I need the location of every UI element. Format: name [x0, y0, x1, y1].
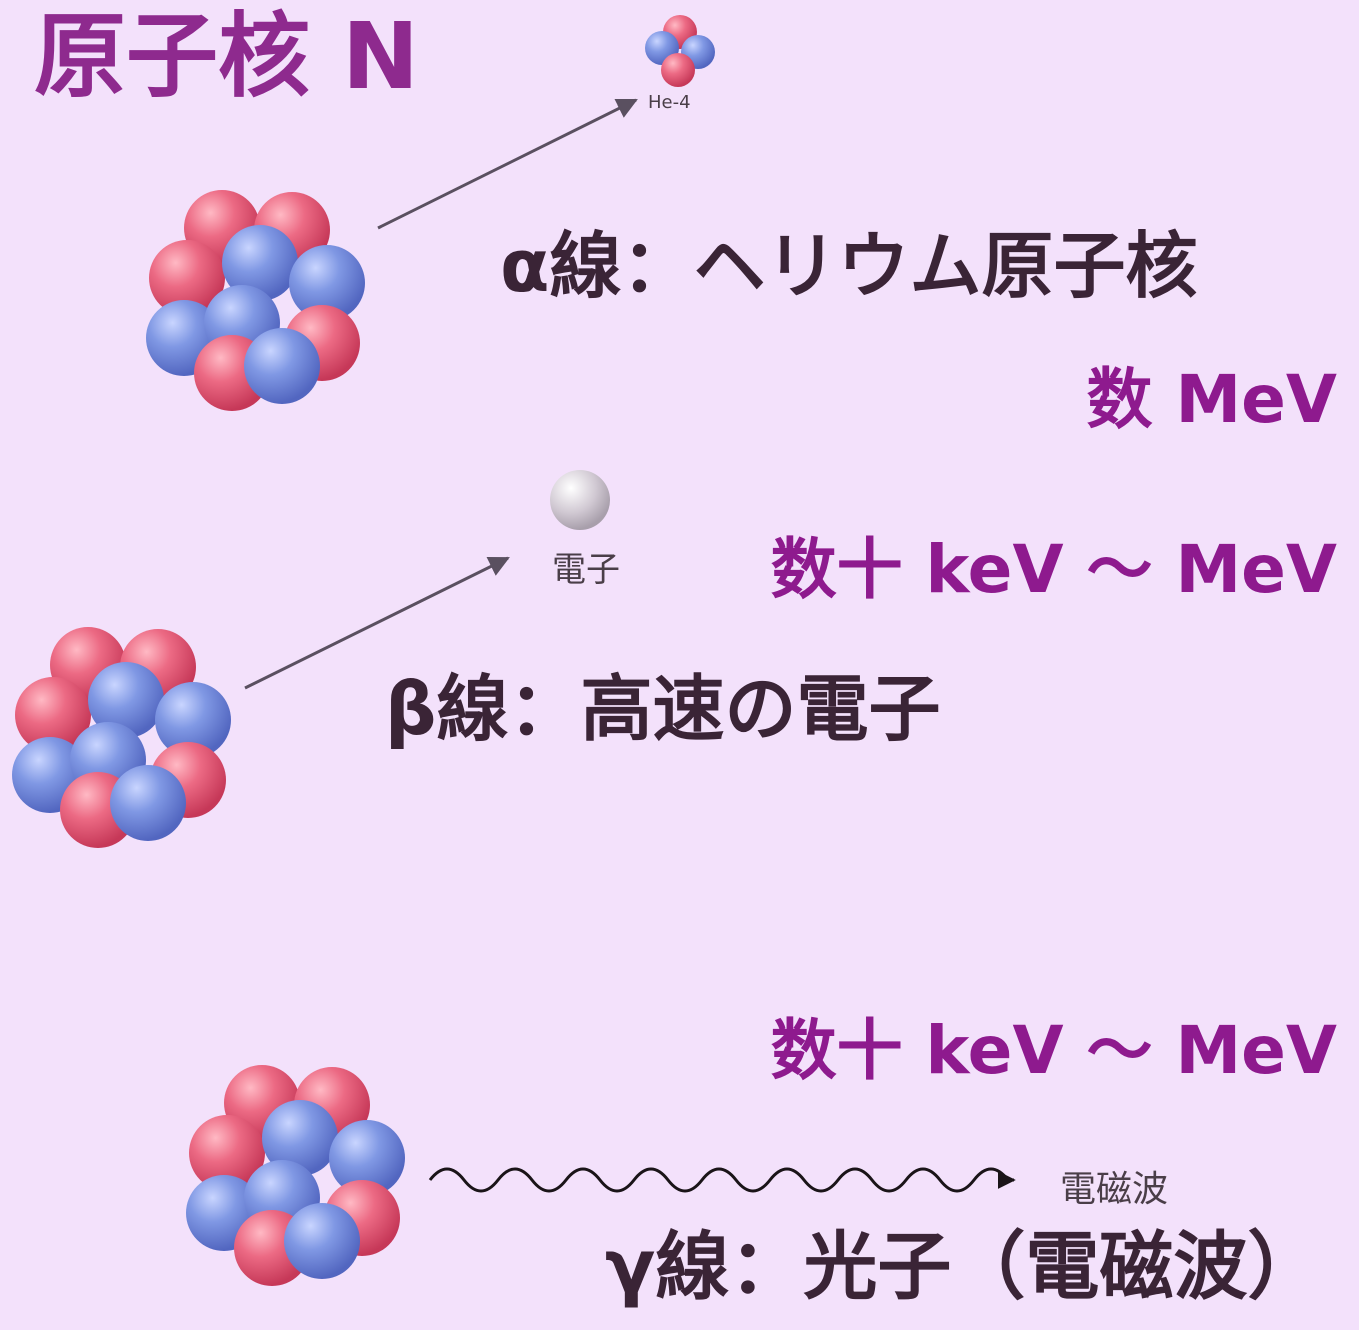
electron-label: 電子	[552, 550, 620, 590]
nucleus-gamma-icon	[186, 1065, 405, 1286]
gamma-wave	[428, 1167, 1016, 1193]
alpha-ray-label: α線：ヘリウム原子核	[500, 224, 1198, 308]
helium-label: He-4	[648, 92, 691, 113]
beta-energy-label: 数十 keV 〜 MeV	[770, 531, 1337, 608]
nucleus-alpha-icon	[146, 190, 365, 411]
nucleus-beta-icon	[12, 627, 231, 848]
beta-arrow	[244, 556, 510, 690]
gamma-energy-label: 数十 keV 〜 MeV	[770, 1012, 1337, 1089]
helium-nucleus-icon	[645, 15, 715, 87]
page-title: 原子核 N	[34, 3, 420, 110]
electron-icon	[550, 470, 610, 530]
electromagnetic-wave-label: 電磁波	[1060, 1169, 1169, 1210]
gamma-ray-label: γ線：光子（電磁波）	[605, 1224, 1322, 1310]
alpha-energy-label: 数 MeV	[1086, 361, 1338, 438]
alpha-arrow	[377, 98, 638, 230]
beta-ray-label: β線：高速の電子	[385, 667, 941, 751]
